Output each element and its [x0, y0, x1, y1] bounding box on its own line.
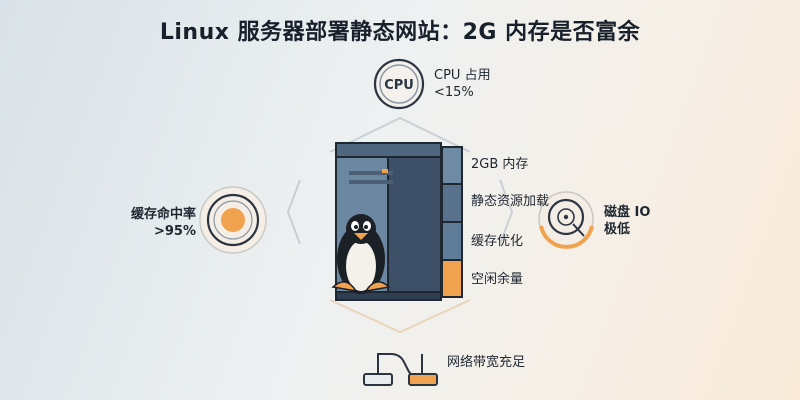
hex-frame [286, 116, 514, 334]
disk-label-value: 极低 [604, 222, 631, 237]
linux-penguin-icon [331, 214, 391, 294]
cpu-icon: CPU [373, 58, 425, 110]
cpu-label-title: CPU 占用 [434, 68, 491, 83]
network-label: 网络带宽充足 [447, 355, 526, 370]
page-title: Linux 服务器部署静态网站：2G 内存是否富余 [159, 20, 641, 45]
memory-bar [441, 146, 463, 298]
memory-segment-2: 静态资源加载 [471, 194, 550, 209]
memory-segment-4: 空闲余量 [471, 272, 524, 287]
cache-gauge-icon [199, 186, 267, 254]
cpu-label-value: <15% [434, 85, 474, 100]
memory-segment-1: 2GB 内存 [471, 157, 529, 172]
memory-segment-3: 缓存优化 [471, 234, 524, 249]
cache-label-title: 缓存命中率 [130, 207, 196, 222]
disk-label-title: 磁盘 IO [604, 205, 651, 220]
cpu-icon-text: CPU [384, 78, 414, 93]
disk-icon [538, 191, 594, 249]
network-icon [363, 353, 438, 386]
cache-label-value: >95% [153, 224, 196, 239]
cache-label: 缓存命中率 >95% [116, 206, 196, 240]
disk-label: 磁盘 IO 极低 [604, 204, 650, 238]
cpu-label: CPU 占用 <15% [434, 67, 491, 101]
